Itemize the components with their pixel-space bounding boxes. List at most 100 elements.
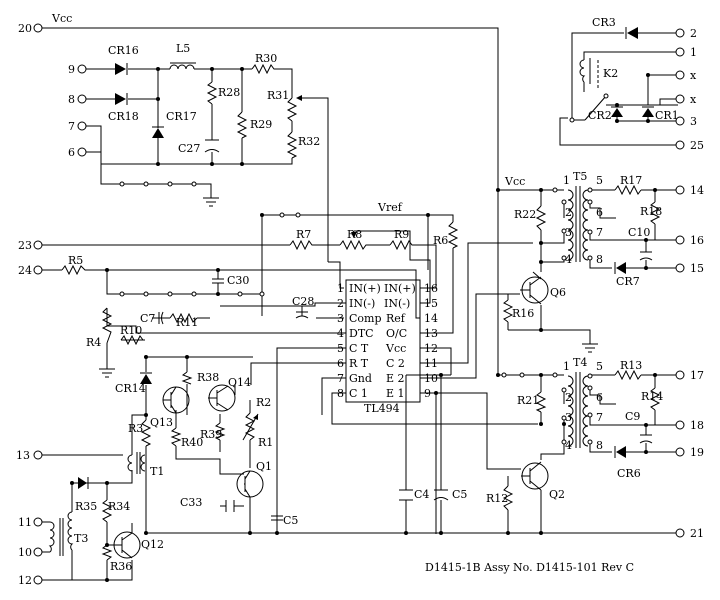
terminal-15 [675, 263, 685, 273]
transistor-q13 [162, 386, 190, 414]
ic-pin-14-name: Ref [386, 312, 406, 325]
label-t4-w4: 4 [565, 439, 572, 452]
transistor-q1 [236, 470, 264, 498]
resistor-r17 [614, 184, 642, 196]
label-r4: R4 [86, 336, 101, 349]
label-r31: R31 [267, 89, 289, 102]
capacitor-c9 [639, 434, 653, 444]
diode-cr3 [625, 27, 638, 39]
label-t4-w5: 5 [596, 360, 603, 373]
ground-symbol-1 [203, 197, 219, 207]
label-r18: R18 [640, 205, 662, 218]
ic-pin-3-name: Comp [349, 312, 382, 325]
ic-pin-13-name: O/C [386, 327, 407, 340]
ic-pin-7-num: 7 [337, 372, 344, 385]
transistor-q6 [520, 276, 549, 305]
resistor-r6 [447, 221, 459, 249]
label-r12: R12 [486, 492, 508, 505]
terminal-23 [33, 240, 43, 250]
ic-pin-7-name: Gnd [349, 372, 372, 385]
ic-pin-3-num: 3 [337, 312, 344, 325]
label-terminal-7: 7 [68, 120, 75, 133]
transformer-t5 [567, 186, 589, 262]
label-r28: R28 [218, 86, 240, 99]
label-r13: R13 [620, 359, 642, 372]
pot-r31-arrow [296, 95, 302, 101]
transistor-q2 [521, 461, 549, 491]
resistor-r7 [289, 239, 316, 251]
capacitor-c28 [295, 311, 309, 319]
label-c33: C33 [180, 496, 202, 509]
label-terminal-18: 18 [690, 419, 704, 432]
ic-pin-16-num: 16 [424, 282, 438, 295]
label-vref: Vref [377, 201, 403, 214]
capacitor-c30 [212, 278, 224, 284]
ic-pin-9-name: E 1 [386, 387, 405, 400]
label-r1: R1 [258, 436, 273, 449]
label-cr6: CR6 [617, 467, 641, 480]
label-terminal-x2: x [690, 93, 697, 106]
label-q13: Q13 [150, 416, 173, 429]
label-terminal-20: 20 [18, 22, 32, 35]
label-cr7: CR7 [616, 275, 640, 288]
resistor-r34 [101, 499, 113, 523]
label-t4: T4 [573, 356, 587, 369]
label-cr14: CR14 [115, 382, 146, 395]
terminal-17 [675, 370, 685, 380]
label-vcc-top: Vcc [51, 12, 72, 25]
label-r39: R39 [200, 428, 222, 441]
diode-cr7 [614, 262, 626, 274]
ic-pin-4-num: 4 [337, 327, 344, 340]
resistor-r8 [339, 239, 368, 251]
label-r11: R11 [176, 316, 198, 329]
label-cr16: CR16 [108, 44, 139, 57]
terminal-25 [675, 140, 685, 150]
label-r14: R14 [641, 390, 663, 403]
ic-pin-6-num: 6 [337, 357, 344, 370]
label-q1: Q1 [256, 460, 272, 473]
ic-pin-16-name: IN(+) [384, 282, 416, 295]
ic-pin-8-name: C 1 [349, 387, 368, 400]
ic-pin-10-num: 10 [424, 372, 438, 385]
label-terminal-19: 19 [690, 446, 704, 459]
resistor-r14 [649, 387, 661, 411]
label-t4-w1: 1 [563, 360, 570, 373]
label-r6: R6 [433, 234, 448, 247]
resistor-r29 [236, 111, 248, 139]
resistor-r40 [170, 427, 182, 447]
transformer-t3 [48, 511, 74, 556]
label-terminal-8: 8 [68, 93, 75, 106]
ground-symbol-3 [582, 343, 598, 353]
label-terminal-23: 23 [18, 239, 32, 252]
label-c4: C4 [414, 488, 429, 501]
capacitor-c5b [433, 489, 449, 501]
transistor-q12 [113, 531, 141, 559]
diode-r35-cr [78, 477, 89, 489]
ic-part-name: TL494 [364, 402, 400, 415]
ic-tl494-body [345, 279, 421, 403]
label-terminal-14: 14 [690, 184, 704, 197]
resistor-r32 [286, 131, 298, 159]
drawing-footer: D1415-1B Assy No. D1415-101 Rev C [425, 561, 634, 574]
component-symbols [48, 27, 661, 561]
label-c7: C7 [140, 312, 155, 325]
label-q12: Q12 [141, 538, 164, 551]
label-t4-w3: 3 [565, 411, 572, 424]
label-r40: R40 [181, 436, 203, 449]
label-r32: R32 [298, 135, 320, 148]
label-terminal-24: 24 [18, 264, 32, 277]
label-r17: R17 [620, 174, 642, 187]
label-cr18: CR18 [108, 110, 139, 123]
ic-pin-9-num: 9 [424, 387, 431, 400]
label-terminal-11: 11 [18, 516, 32, 529]
ic-pin-10-name: E 2 [386, 372, 405, 385]
resistor-r22 [535, 205, 547, 231]
ic-pin-15-num: 15 [424, 297, 438, 310]
label-terminal-12: 12 [18, 574, 32, 587]
label-t5-w2: 2 [565, 206, 572, 219]
label-c30: C30 [227, 274, 249, 287]
resistor-r28 [206, 81, 218, 105]
resistor-r2 [244, 412, 256, 441]
label-c27: C27 [178, 142, 200, 155]
label-t5-w7: 7 [596, 226, 603, 239]
